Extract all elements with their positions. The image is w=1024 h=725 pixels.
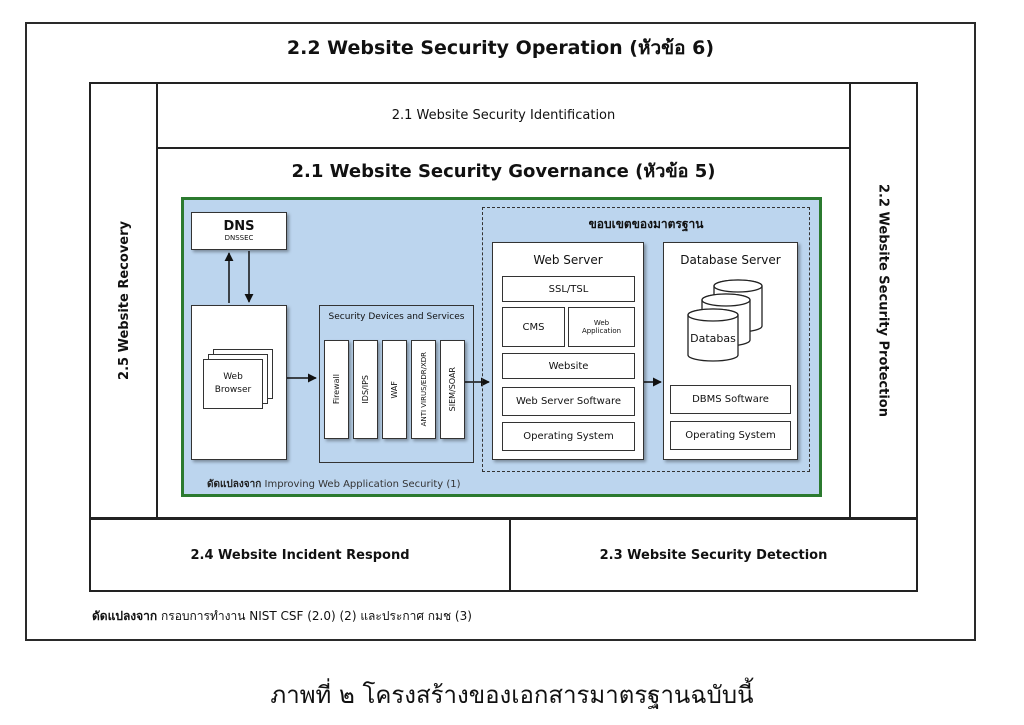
database-server-title: Database Server — [680, 253, 781, 267]
device-label: SIEM/SOAR — [448, 367, 457, 412]
dns-box: DNS DNSSEC — [191, 212, 287, 250]
web-server-title: Web Server — [533, 253, 603, 267]
cms-label: CMS — [522, 321, 545, 333]
incident-respond-box: 2.4 Website Incident Respond — [89, 518, 511, 592]
device-antivirus: ANTI VIRUS/EDR/XDR — [411, 340, 436, 439]
protection-label: 2.2 Website Security Protection — [875, 184, 891, 417]
standard-scope-title: ขอบเขตของมาตรฐาน — [588, 217, 704, 231]
device-waf: WAF — [382, 340, 407, 439]
standard-scope-boundary — [482, 207, 810, 472]
website-label: Website — [548, 360, 589, 372]
ssl-label: SSL/TSL — [548, 283, 589, 295]
governance-title: 2.1 Website Security Governance (หัวข้อ … — [291, 160, 716, 182]
browser-label-line2: Browser — [214, 385, 252, 395]
figure-caption: ภาพที่ ๒ โครงสร้างของเอกสารมาตรฐานฉบับนี… — [270, 680, 754, 709]
device-label: Firewall — [332, 374, 341, 405]
browser-page-front: Web Browser — [203, 359, 263, 409]
security-detection-box: 2.3 Website Security Detection — [509, 518, 918, 592]
web-server-software-layer: Web Server Software — [502, 387, 635, 416]
web-server-software-label: Web Server Software — [515, 396, 622, 407]
dbms-software-layer: DBMS Software — [670, 385, 791, 414]
web-app-label-1: Web — [593, 319, 610, 327]
device-label: IDS/IPS — [361, 375, 370, 404]
source-note-bold: ดัดแปลงจาก — [92, 609, 158, 623]
device-firewall: Firewall — [324, 340, 349, 439]
device-label: ANTI VIRUS/EDR/XDR — [419, 352, 428, 427]
web-app-label-2: Application — [581, 327, 622, 335]
browser-label-line1: Web — [223, 372, 243, 382]
protection-column: 2.2 Website Security Protection — [850, 82, 918, 519]
web-os-label: Operating System — [523, 431, 614, 442]
identification-label: 2.1 Website Security Identification — [391, 108, 616, 123]
operation-frame — [25, 22, 976, 641]
database-cylinders-icon — [687, 279, 763, 362]
web-os-layer: Operating System — [502, 422, 635, 451]
dns-subtitle: DNSSEC — [224, 233, 254, 242]
db-os-layer: Operating System — [670, 421, 791, 450]
identification-box: 2.1 Website Security Identification — [156, 82, 851, 149]
security-devices-title: Security Devices and Services — [328, 312, 465, 322]
security-devices-box — [319, 305, 474, 463]
database-label: Databas — [690, 331, 736, 345]
ssl-layer: SSL/TSL — [502, 276, 635, 302]
device-label: WAF — [390, 380, 399, 399]
operation-title: 2.2 Website Security Operation (หัวข้อ 6… — [286, 37, 715, 59]
inner-source-note-bold: ดัดแปลงจาก — [207, 479, 262, 490]
recovery-label: 2.5 Website Recovery — [116, 221, 132, 380]
web-application-layer: Web Application — [568, 307, 635, 347]
dbms-software-label: DBMS Software — [692, 394, 769, 405]
source-note: ดัดแปลงจาก กรอบการทำงาน NIST CSF (2.0) (… — [92, 607, 472, 627]
inner-source-note-text: Improving Web Application Security (1) — [261, 479, 461, 490]
cms-layer: CMS — [502, 307, 565, 347]
source-note-text: กรอบการทำงาน NIST CSF (2.0) (2) และประกา… — [157, 609, 472, 623]
db-os-label: Operating System — [685, 430, 776, 441]
dns-title: DNS — [223, 218, 255, 234]
inner-source-note: ดัดแปลงจาก Improving Web Application Sec… — [207, 477, 461, 492]
recovery-column: 2.5 Website Recovery — [89, 82, 157, 519]
device-siem-soar: SIEM/SOAR — [440, 340, 465, 439]
incident-respond-label: 2.4 Website Incident Respond — [190, 547, 410, 563]
security-detection-label: 2.3 Website Security Detection — [599, 547, 828, 563]
website-layer: Website — [502, 353, 635, 379]
device-ids-ips: IDS/IPS — [353, 340, 378, 439]
